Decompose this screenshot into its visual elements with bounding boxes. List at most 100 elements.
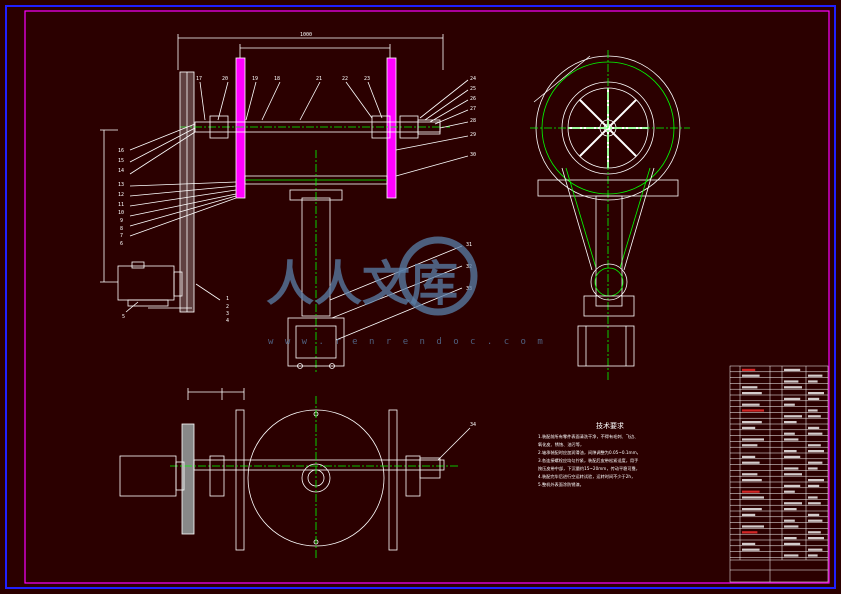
table-cell-text-mark xyxy=(742,531,758,534)
table-cell-text-mark xyxy=(742,525,764,528)
front-view xyxy=(100,34,469,372)
outer-border xyxy=(5,5,836,589)
table-cell-text-mark xyxy=(784,386,802,389)
table-cell-text-mark xyxy=(784,421,797,424)
part-label-21: 21 xyxy=(316,76,322,82)
part-label-18: 18 xyxy=(274,76,280,82)
part-label-1: 1 xyxy=(226,296,229,302)
parts-list-text-marks xyxy=(742,368,824,557)
part-label-32: 32 xyxy=(466,264,472,270)
part-label-19: 19 xyxy=(252,76,258,82)
table-cell-text-mark xyxy=(808,496,818,499)
part-label-29: 29 xyxy=(470,132,476,138)
table-cell-text-mark xyxy=(808,479,824,482)
table-cell-text-mark xyxy=(784,502,802,505)
parts-list-table xyxy=(729,365,829,583)
part-label-8: 8 xyxy=(120,226,123,232)
table-cell-text-mark xyxy=(784,525,799,528)
table-cell-text-mark xyxy=(808,519,823,522)
table-cell-text-mark xyxy=(784,450,797,453)
table-cell-text-mark xyxy=(784,508,797,511)
table-cell-text-mark xyxy=(742,374,760,377)
table-cell-text-mark xyxy=(808,380,818,383)
table-cell-text-mark xyxy=(742,496,764,499)
table-cell-text-mark xyxy=(808,467,818,470)
part-label-25: 25 xyxy=(470,86,476,92)
part-label-31: 31 xyxy=(466,242,472,248)
dim-label-top: 1000 xyxy=(300,32,312,38)
table-cell-text-mark xyxy=(784,484,801,487)
note-line: 5.整机外表面涂防锈漆。 xyxy=(538,481,584,488)
part-label-4: 4 xyxy=(226,318,229,324)
note-line: 3.各连接螺栓应均匀拧紧，装配后皮带松紧适度，用手 xyxy=(538,457,638,464)
table-cell-text-mark xyxy=(742,473,758,476)
part-label-10: 10 xyxy=(118,210,124,216)
table-cell-text-mark xyxy=(808,374,823,377)
table-cell-text-mark xyxy=(808,531,821,534)
part-label-5: 5 xyxy=(122,314,125,320)
part-label-27: 27 xyxy=(470,106,476,112)
plan-view xyxy=(119,388,471,560)
table-cell-text-mark xyxy=(808,502,821,505)
table-cell-text-mark xyxy=(742,409,764,412)
part-label-23: 23 xyxy=(364,76,370,82)
part-label-30: 30 xyxy=(470,152,476,158)
drawing-frame xyxy=(24,10,830,584)
part-label-3: 3 xyxy=(226,311,229,317)
table-cell-text-mark xyxy=(784,397,801,400)
note-line: 1.装配前所有零件表面清洗干净，不得有毛刺、飞边、 xyxy=(538,433,638,440)
notes-title: 技术要求 xyxy=(596,421,624,430)
table-cell-text-mark xyxy=(784,490,795,493)
table-cell-text-mark xyxy=(742,461,760,464)
table-cell-text-mark xyxy=(784,467,799,470)
table-cell-text-mark xyxy=(808,513,820,516)
part-label-34: 34 xyxy=(470,422,476,428)
table-cell-text-mark xyxy=(742,426,756,429)
table-cell-text-mark xyxy=(784,368,801,371)
table-cell-text-mark xyxy=(742,403,760,406)
part-label-22: 22 xyxy=(342,76,348,82)
table-cell-text-mark xyxy=(784,473,802,476)
table-cell-text-mark xyxy=(742,479,762,482)
note-line: 氧化皮、锈蚀、油污等， xyxy=(538,441,584,448)
table-cell-text-mark xyxy=(742,490,760,493)
part-label-16: 16 xyxy=(118,148,124,154)
watermark-logo-ring xyxy=(398,236,478,316)
side-view xyxy=(530,50,690,380)
watermark-text: 人人文库 xyxy=(266,256,458,312)
part-label-2: 2 xyxy=(226,304,229,310)
table-cell-text-mark xyxy=(742,438,764,441)
table-cell-text-mark xyxy=(808,450,824,453)
table-cell-text-mark xyxy=(784,415,802,418)
part-label-20: 20 xyxy=(222,76,228,82)
part-label-13: 13 xyxy=(118,182,124,188)
table-cell-text-mark xyxy=(742,444,758,447)
watermark: 人人文库 w w w . r e n r e n d o c . c o m xyxy=(266,236,546,347)
table-cell-text-mark xyxy=(742,508,762,511)
table-cell-text-mark xyxy=(808,409,818,412)
table-cell-text-mark xyxy=(784,455,801,458)
table-cell-text-mark xyxy=(808,461,823,464)
table-cell-text-mark xyxy=(742,421,762,424)
table-cell-text-mark xyxy=(808,444,821,447)
part-label-7: 7 xyxy=(120,233,123,239)
part-label-11: 11 xyxy=(118,202,124,208)
table-cell-text-mark xyxy=(742,386,758,389)
part-label-26: 26 xyxy=(470,96,476,102)
table-cell-text-mark xyxy=(742,392,762,395)
table-cell-text-mark xyxy=(808,397,820,400)
table-cell-text-mark xyxy=(784,542,801,545)
part-label-24: 24 xyxy=(470,76,476,82)
part-label-28: 28 xyxy=(470,118,476,124)
note-line: 2.轴承装配时应加润滑油，间隙调整为0.05~0.1mm， xyxy=(538,449,641,456)
table-cell-text-mark xyxy=(784,380,799,383)
part-label-14: 14 xyxy=(118,168,124,174)
part-label-6: 6 xyxy=(120,241,123,247)
note-line: 4.装配完毕后进行空运转试验，运转时间不少于2h， xyxy=(538,473,635,480)
technical-notes: 技术要求 1.装配前所有零件表面清洗干净，不得有毛刺、飞边、 氧化皮、锈蚀、油污… xyxy=(538,421,641,488)
watermark-url: w w w . r e n r e n d o c . c o m xyxy=(268,337,546,347)
part-label-17: 17 xyxy=(196,76,202,82)
part-label-15: 15 xyxy=(118,158,124,164)
table-cell-text-mark xyxy=(808,432,823,435)
